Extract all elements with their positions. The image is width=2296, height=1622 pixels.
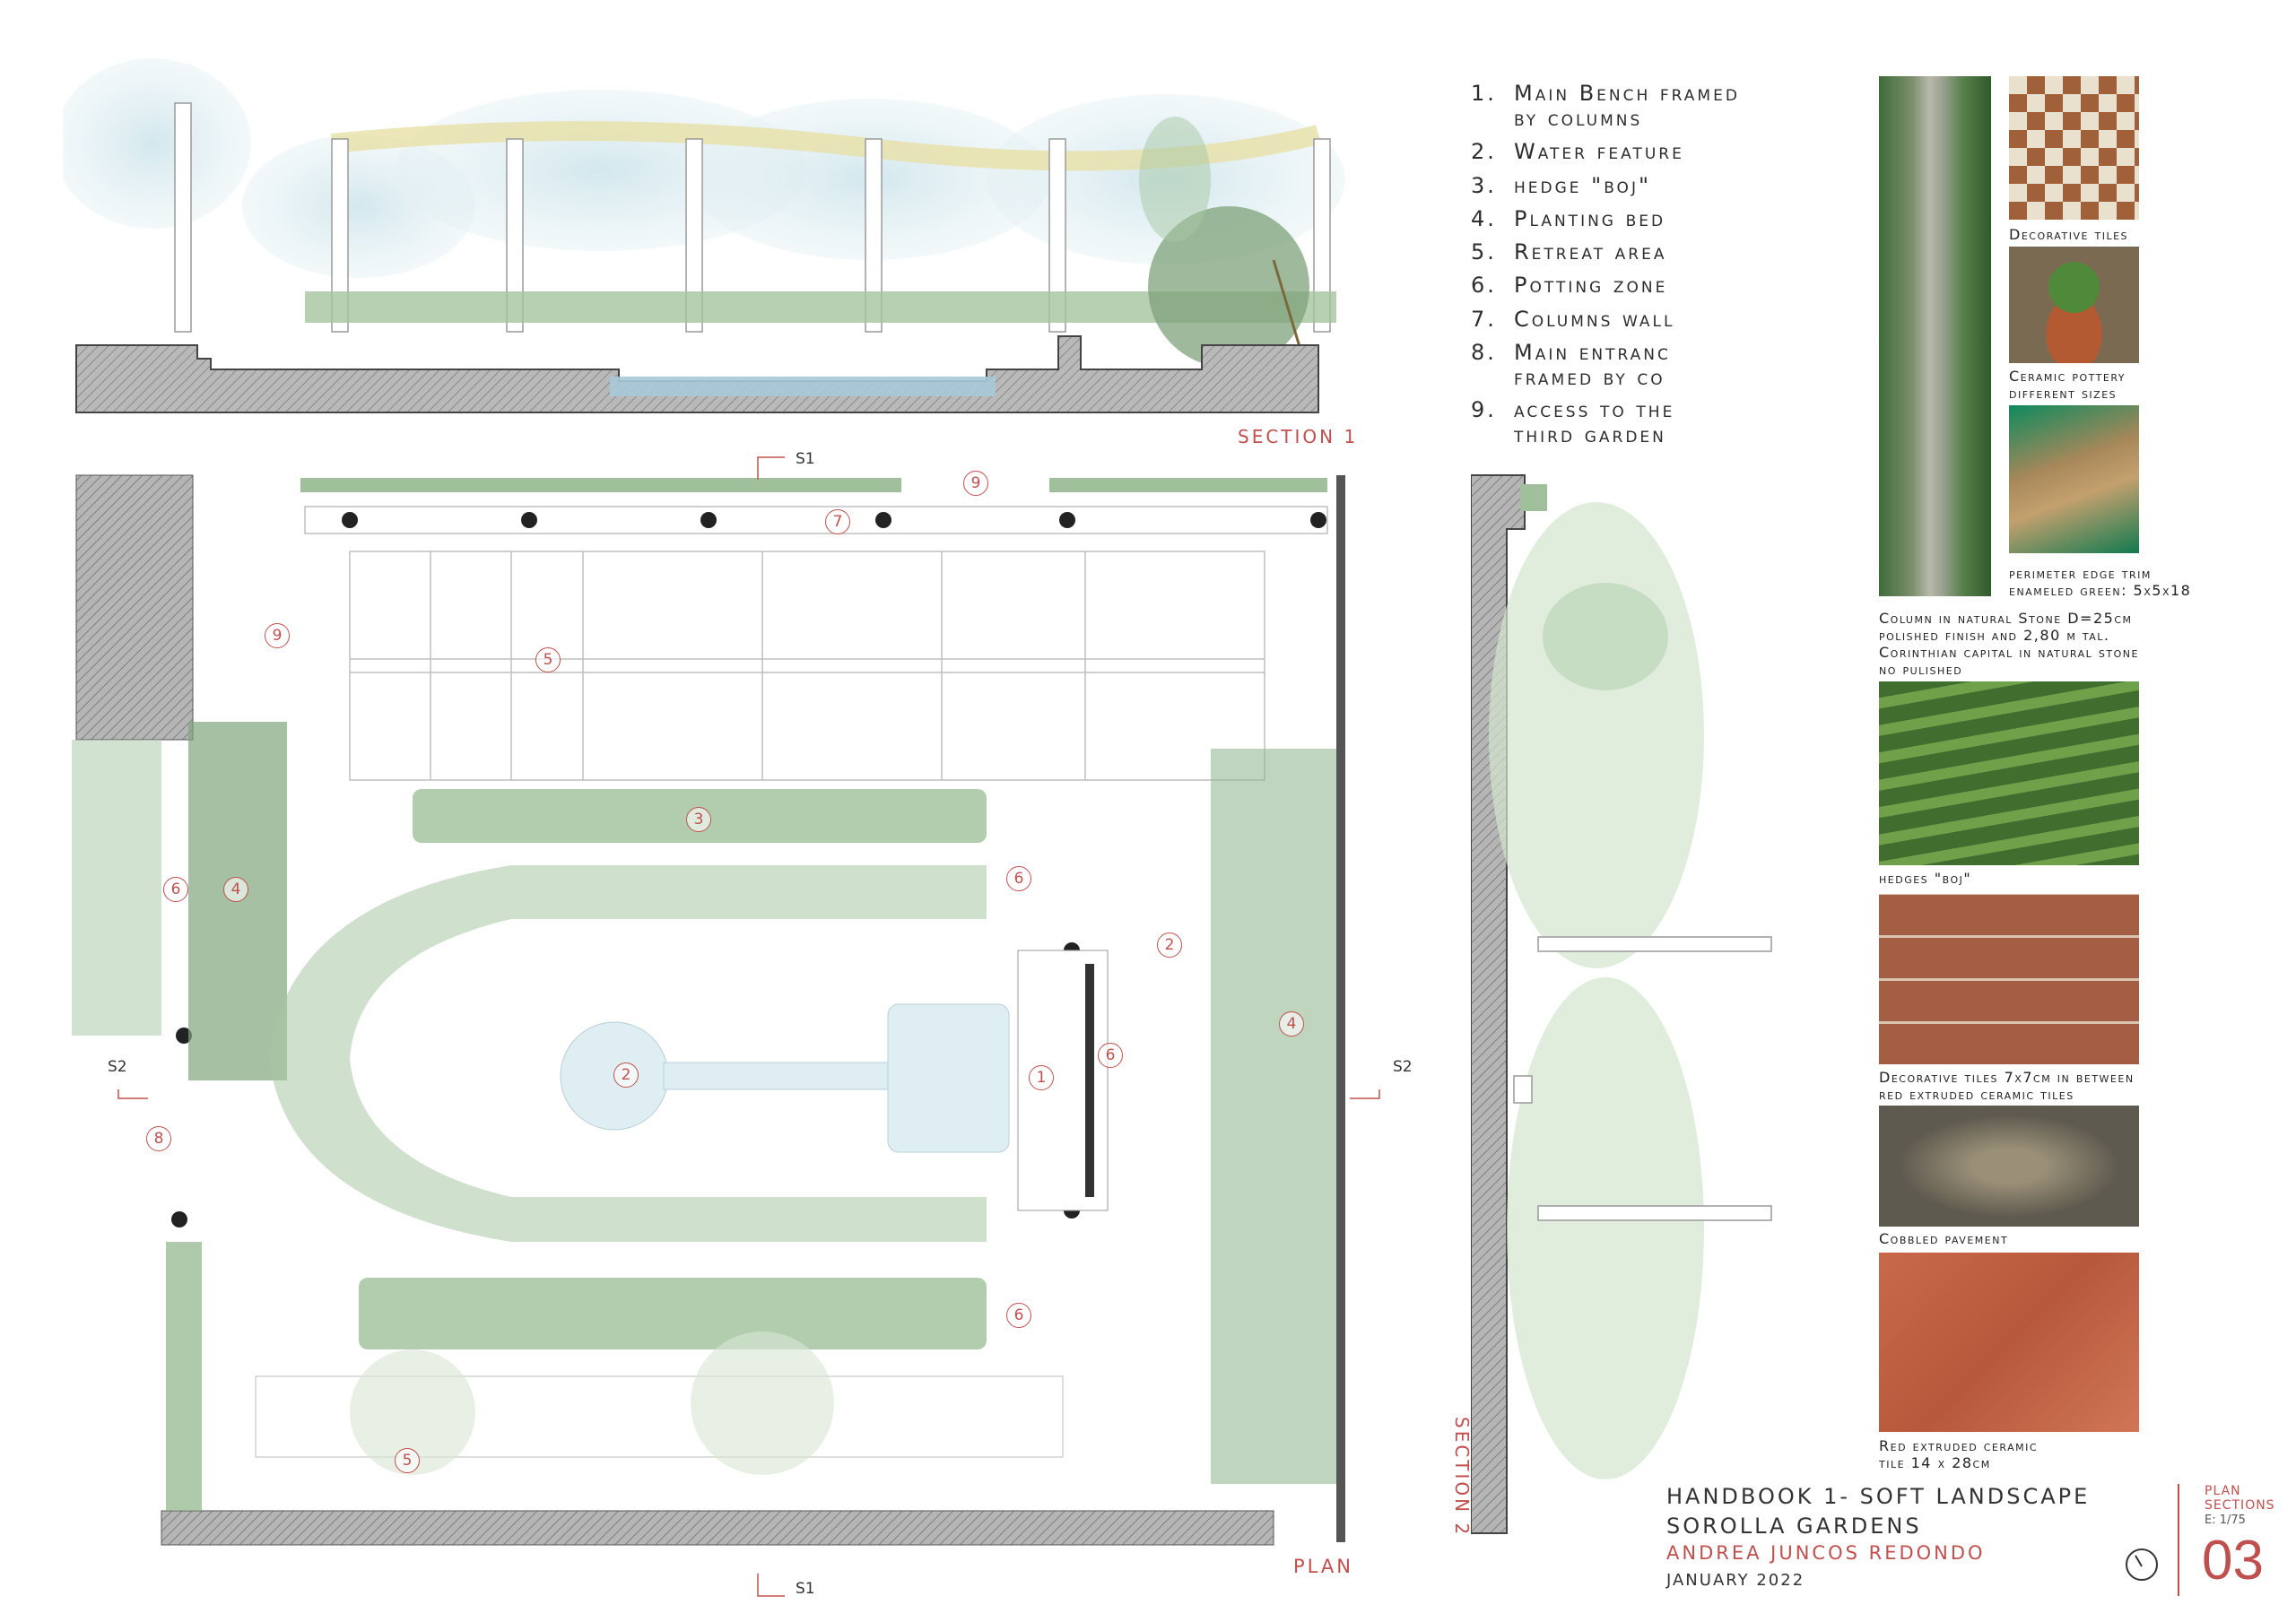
planting-strip bbox=[166, 1242, 202, 1511]
plan-marker: 8 bbox=[146, 1126, 171, 1151]
column-section bbox=[1513, 936, 1772, 1221]
legend-item: 2.Water feature bbox=[1471, 139, 1684, 164]
wall-left bbox=[75, 474, 194, 741]
photo-column bbox=[1879, 76, 1991, 596]
tree-canopy bbox=[691, 1331, 834, 1475]
water-pool bbox=[887, 1003, 1010, 1153]
section-1-drawing bbox=[63, 58, 1345, 413]
hedge-section bbox=[1520, 484, 1547, 511]
plan-marker: 2 bbox=[1157, 932, 1182, 958]
legend-item: 7.Columns wall bbox=[1471, 307, 1675, 332]
hedge-boj bbox=[359, 1278, 987, 1349]
title-line-1: HANDBOOK 1- SOFT LANDSCAPE bbox=[1666, 1484, 2091, 1509]
tree-canopy bbox=[350, 1349, 475, 1475]
plan-marker: 1 bbox=[1029, 1065, 1054, 1090]
plan-marker: 5 bbox=[395, 1448, 420, 1473]
plan-marker: 9 bbox=[265, 623, 290, 648]
pond-section bbox=[610, 377, 996, 396]
plan-marker: 4 bbox=[1279, 1011, 1304, 1037]
photo-red-ceramic-tile bbox=[1879, 1253, 2139, 1432]
s2-left-label: S2 bbox=[108, 1058, 127, 1076]
plan-drawing bbox=[72, 456, 1380, 1597]
tree-canopy bbox=[1507, 977, 1704, 1479]
photo-ceramic-pottery bbox=[2009, 247, 2139, 363]
legend-item: 4.Planting bed bbox=[1471, 206, 1666, 231]
legend-item: 5.Retreat area bbox=[1471, 239, 1667, 265]
plan-marker: 7 bbox=[825, 509, 850, 534]
plan-marker: 6 bbox=[163, 877, 188, 902]
plan-marker: 6 bbox=[1006, 1303, 1031, 1328]
title-divider bbox=[2178, 1484, 2179, 1596]
planting-bed-outer bbox=[72, 740, 161, 1036]
tree-canopy bbox=[1148, 206, 1309, 368]
plan-marker: 5 bbox=[535, 647, 561, 672]
caption-decorative-tiles: Decorative tiles bbox=[2009, 226, 2129, 243]
column-row bbox=[174, 102, 1331, 333]
top-hedge bbox=[300, 478, 901, 492]
planting-bed-right bbox=[1211, 749, 1336, 1484]
wall-right bbox=[1336, 475, 1345, 1542]
caption-cobbled: Cobbled pavement bbox=[1879, 1230, 2009, 1247]
plan-marker: 6 bbox=[1006, 866, 1031, 891]
retreat-grid bbox=[304, 506, 1328, 781]
photo-edge-trim bbox=[2009, 405, 2139, 553]
sheet-number: 03 bbox=[2202, 1530, 2264, 1592]
ground-section bbox=[1471, 474, 1526, 1534]
plan-marker: 6 bbox=[1098, 1043, 1123, 1068]
photo-cobbled-pavement bbox=[1879, 1106, 2139, 1227]
section-1-label: SECTION 1 bbox=[1238, 426, 1359, 447]
date: JANUARY 2022 bbox=[1666, 1571, 1805, 1590]
plan-label: PLAN bbox=[1293, 1556, 1353, 1577]
north-arrow-icon bbox=[2126, 1548, 2158, 1581]
bench-back bbox=[1085, 964, 1094, 1197]
wall-bottom bbox=[161, 1510, 1274, 1546]
s1-bottom-label: S1 bbox=[796, 1580, 815, 1598]
s2-right-label: S2 bbox=[1393, 1058, 1413, 1076]
legend-item: 3.hedge "boj" bbox=[1471, 173, 1651, 198]
plan-marker: 3 bbox=[686, 807, 711, 832]
ground-section bbox=[75, 335, 1319, 413]
title-line-2: SOROLLA GARDENS bbox=[1666, 1514, 1922, 1539]
legend-item: 6.Potting zone bbox=[1471, 273, 1668, 298]
plan-marker: 2 bbox=[613, 1063, 639, 1088]
plan-marker: 4 bbox=[223, 877, 248, 902]
section-cut-marks bbox=[117, 456, 1380, 1597]
photo-hedges bbox=[1879, 681, 2139, 865]
sky-wash bbox=[63, 58, 251, 229]
top-hedge bbox=[1049, 478, 1327, 492]
water-channel bbox=[663, 1062, 889, 1090]
scale: E: 1/75 bbox=[2205, 1514, 2246, 1527]
photo-decorative-tiles-floor bbox=[1879, 894, 2139, 1064]
tree-canopy bbox=[1489, 502, 1704, 968]
plan-marker: 9 bbox=[963, 471, 988, 496]
caption-hedges: hedges "boj" bbox=[1879, 870, 1972, 887]
tree-canopy bbox=[1139, 117, 1211, 242]
s1-top-label: S1 bbox=[796, 450, 815, 468]
author: ANDREA JUNCOS REDONDO bbox=[1666, 1542, 1986, 1564]
section-2-drawing bbox=[1471, 474, 1772, 1534]
hedge-parterre bbox=[269, 865, 987, 1242]
section-2-label: SECTION 2 bbox=[1451, 1417, 1473, 1538]
tree-canopy bbox=[1543, 583, 1668, 690]
photo-decorative-tiles bbox=[2009, 76, 2139, 220]
column-bases bbox=[171, 512, 1326, 1227]
